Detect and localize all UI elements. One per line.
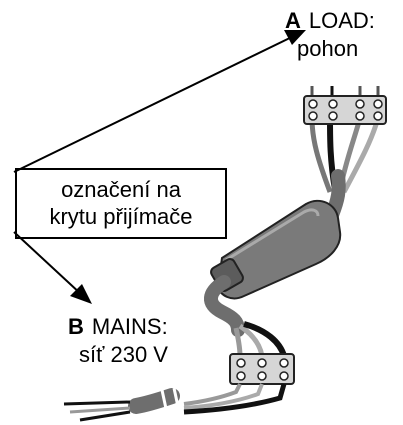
mains-wires	[233, 321, 287, 358]
label-mains-sub: síť 230 V	[79, 342, 168, 367]
mains-lead	[63, 383, 287, 422]
callout-line-1: označení na	[61, 177, 181, 202]
label-mains-letter: B	[68, 314, 84, 339]
arrow-b-icon	[13, 231, 92, 304]
callout-line-2: krytu přijímače	[49, 204, 193, 229]
terminal-connector-icon	[229, 353, 295, 385]
callout-box: označení na krytu přijímače	[15, 168, 227, 239]
label-mains: B MAINS:	[68, 314, 168, 340]
label-load-name: LOAD:	[308, 8, 375, 33]
receiver-housing-icon	[210, 199, 342, 300]
label-load: A LOAD:	[285, 8, 375, 34]
cable-icon	[204, 275, 245, 337]
label-mains-name: MAINS:	[91, 314, 168, 339]
label-load-letter: A	[285, 8, 301, 33]
arrow-a-icon	[13, 30, 306, 173]
terminal-connector-icon	[303, 95, 387, 125]
label-load-sub: pohon	[297, 36, 359, 61]
